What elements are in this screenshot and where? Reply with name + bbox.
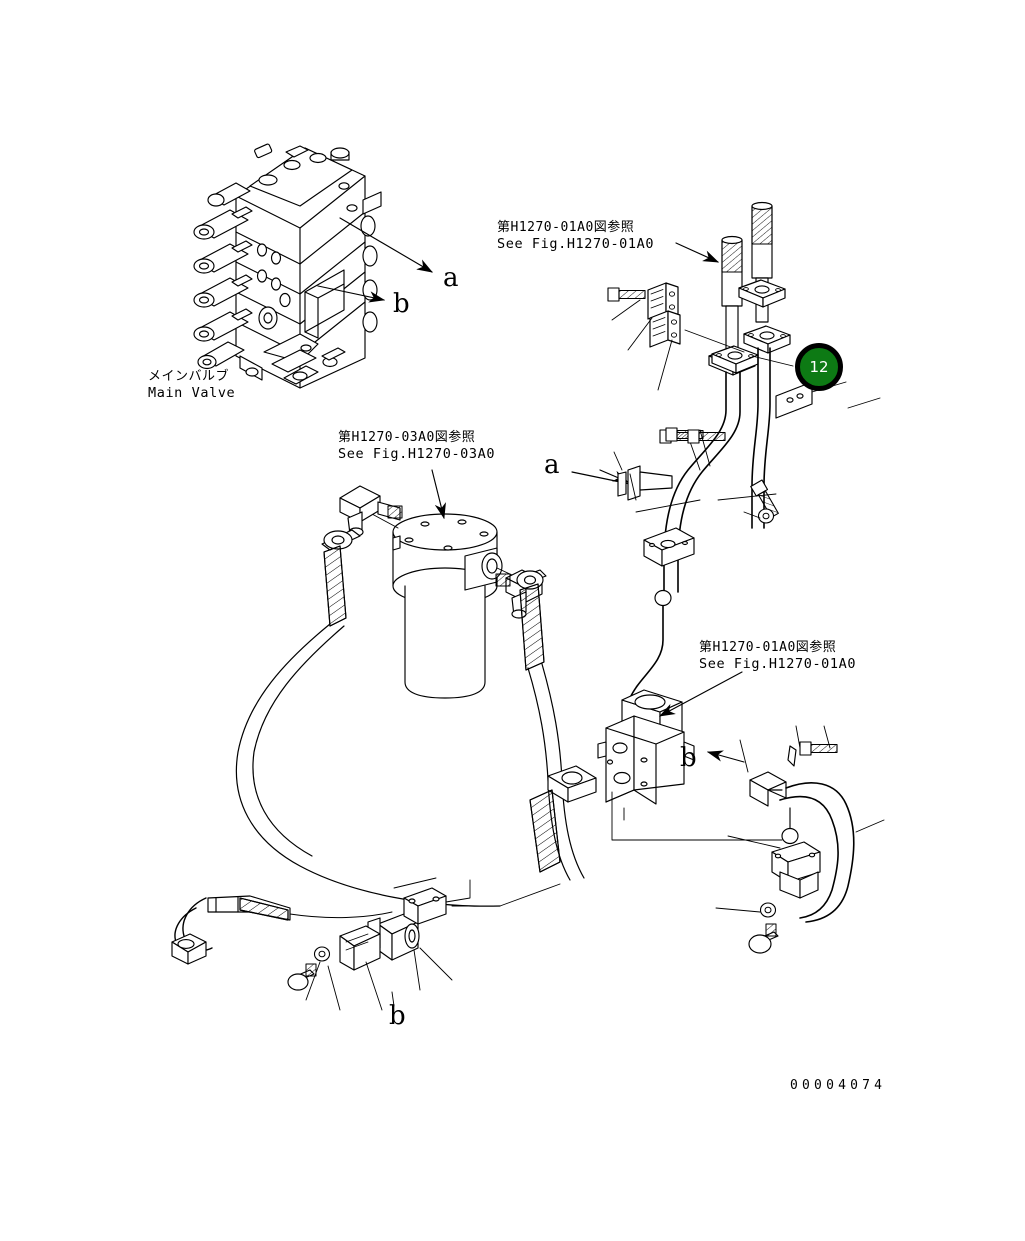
callout-a-middle: a	[544, 450, 560, 480]
leader-ref-filter	[431, 469, 446, 520]
hydraulic-filter-assembly	[392, 513, 503, 699]
bolt-bottom-right	[748, 923, 779, 954]
callout-a-upper: a	[443, 263, 459, 293]
mounting-bolt-lower	[787, 725, 838, 767]
lower-valve-assembly	[597, 689, 695, 805]
drawing-id: 00004074	[790, 1078, 887, 1093]
leader-b-main-valve	[317, 285, 386, 303]
ref-top-right-label-jp: 第H1270-01A0図参照	[497, 220, 635, 235]
flange-fitting-set	[708, 279, 791, 376]
elbow-fitting-mid	[617, 465, 673, 501]
upper-hose-right	[751, 201, 773, 323]
hose-stub-left	[321, 529, 361, 627]
leader-ref-top-right	[675, 242, 720, 263]
hose-stub-right	[516, 569, 547, 671]
flange-clamp-mid	[643, 527, 695, 567]
clamp-bolt-cluster-bottom	[287, 925, 381, 991]
suction-hose	[235, 623, 501, 907]
elbow-fitting-left	[339, 485, 403, 537]
ref-filter-label-jp: 第H1270-03A0図参照	[338, 430, 476, 445]
ref-filter-label-en: See Fig.H1270-03A0	[338, 446, 496, 462]
clamp-bracket-lower	[771, 841, 821, 899]
hose-fitting-center	[529, 765, 597, 873]
callout-b-lower: b	[680, 743, 697, 773]
callout-b-bottom: b	[389, 1001, 406, 1031]
leader-b-lower	[706, 750, 745, 763]
upper-hose-left	[721, 235, 743, 353]
main-valve-label-jp: メインバルブ	[148, 369, 230, 384]
main-valve-label-en: Main Valve	[148, 385, 236, 401]
ref-lower-valve-label-jp: 第H1270-01A0図参照	[699, 640, 837, 655]
bracket-plate-bottom	[403, 887, 447, 925]
bottom-hose-end	[171, 895, 393, 965]
callout-b-upper: b	[393, 289, 410, 319]
part-badge-12[interactable]: 12	[795, 343, 843, 391]
part-badge-12-number: 12	[809, 357, 829, 376]
leader-a-main-valve	[339, 217, 433, 273]
main-valve-assembly	[193, 143, 382, 389]
lower-right-hose	[749, 771, 855, 923]
ref-lower-valve-label-en: See Fig.H1270-01A0	[699, 656, 857, 672]
leader-ref-lower-valve	[658, 671, 743, 717]
clamp-bracket-upper	[647, 282, 681, 348]
ref-top-right-label-en: See Fig.H1270-01A0	[497, 236, 655, 252]
